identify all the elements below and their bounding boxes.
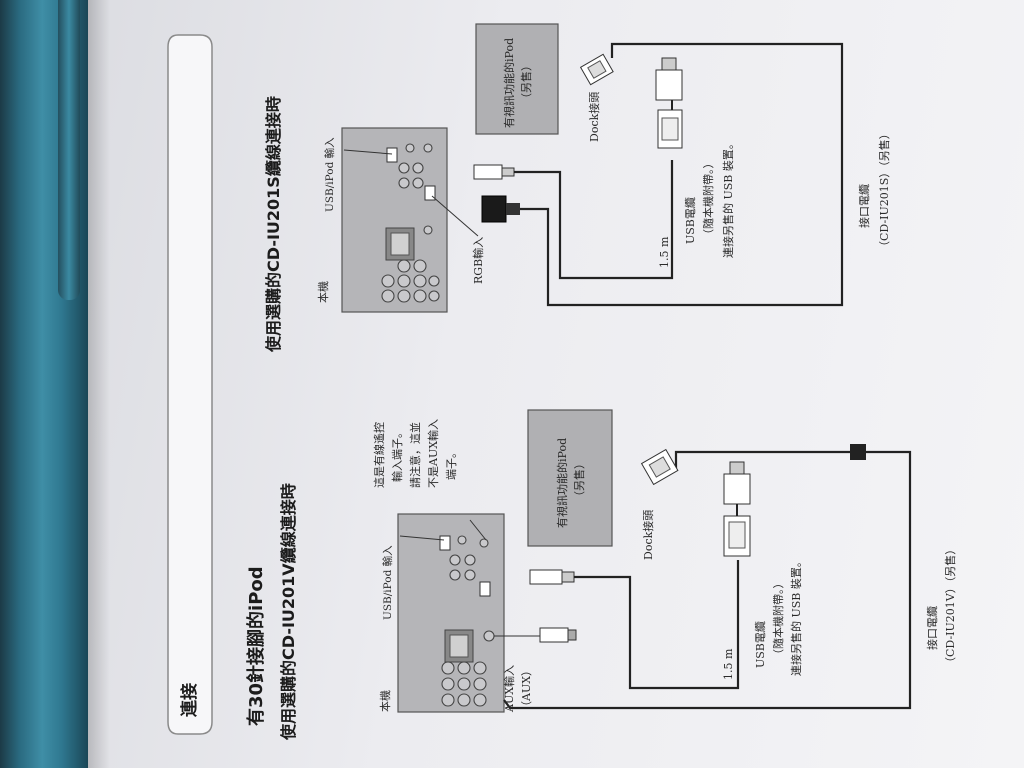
dock-connector [579, 53, 614, 86]
usb-port [386, 147, 398, 163]
top-ipod-label-2: （另售） [519, 60, 533, 104]
usb-device-plug [655, 69, 683, 101]
aux-plug [539, 627, 569, 643]
rgb-plug [481, 195, 507, 223]
ipod-device [475, 23, 559, 135]
top-rgb-input-label: RGB輸入 [471, 237, 485, 284]
usb-port [439, 535, 451, 551]
usb-plug [473, 164, 503, 180]
note-line-5: 端子。 [445, 447, 458, 480]
heading-cd-iu201v: 使用選購的CD-IU201V纜線連接時 [279, 483, 298, 741]
ferrite-core [850, 444, 866, 460]
control-knobs [381, 143, 440, 303]
top-dock-label: Dock接頭 [588, 92, 601, 142]
usb-device-plug [723, 473, 751, 505]
bottom-dock-label: Dock接頭 [642, 510, 655, 560]
note-line-1: 這是有線遙控 [372, 422, 386, 488]
bottom-usb-input-label: USB/iPod 輸入 [381, 545, 394, 620]
diagram-cd-iu201v [397, 409, 912, 713]
bottom-ipod-label-1: 有視訊功能的iPod [555, 438, 569, 528]
pen-clip [58, 0, 80, 300]
top-interface-cable-2: （CD-IU201S）（另售） [877, 128, 891, 252]
pen-foreground [0, 0, 88, 768]
bottom-ipod-label-2: （另售） [572, 458, 586, 502]
top-usb-cable-1: USB電纜 [683, 197, 697, 244]
heading-cd-iu201s: 使用選購的CD-IU201S纜線連接時 [264, 96, 283, 353]
ipod-device [527, 409, 613, 547]
aux-sub-label: （AUX） [520, 665, 533, 712]
note-line-4: 不是AUX輸入 [426, 419, 440, 488]
bottom-usb-cable-2: （隨本機附帶。） [771, 578, 785, 661]
remote-port [479, 581, 491, 597]
bottom-interface-cable-2: （CD-IU201V）（另售） [943, 544, 957, 668]
heading-ipod-30pin: 有30針接腳的iPod [245, 566, 267, 726]
section-label: 連接 [179, 683, 200, 717]
bottom-length-label: 1.5 m [722, 648, 735, 680]
bottom-usb-cable-1: USB電纜 [753, 621, 767, 668]
top-usb-cable-3: 連接另售的 USB 裝置。 [721, 138, 735, 258]
diagram-cd-iu201s [341, 23, 844, 313]
top-interface-cable-1: 接口電纜 [857, 184, 871, 228]
top-usb-cable-2: （隨本機附帶。） [701, 158, 715, 241]
top-ipod-label-1: 有視訊功能的iPod [502, 38, 516, 128]
bottom-usb-cable-3: 連接另售的 USB 裝置。 [789, 556, 803, 676]
rgb-port [424, 185, 436, 201]
dock-connector [640, 448, 679, 486]
top-unit-label: 本機 [316, 281, 330, 303]
note-line-3: 請注意，這並 [408, 422, 422, 488]
top-length-label: 1.5 m [658, 236, 671, 268]
note-line-2: 輸入端子。 [390, 427, 404, 482]
bottom-interface-cable-1: 接口電纜 [925, 606, 939, 650]
page-gutter-shadow [88, 0, 110, 768]
bottom-unit-label: 本機 [378, 690, 392, 712]
usb-plug [529, 569, 563, 585]
section-tab [167, 34, 213, 735]
aux-input-label: AUX輸入 [502, 665, 516, 713]
top-usb-input-label: USB/iPod 輸入 [323, 137, 336, 212]
